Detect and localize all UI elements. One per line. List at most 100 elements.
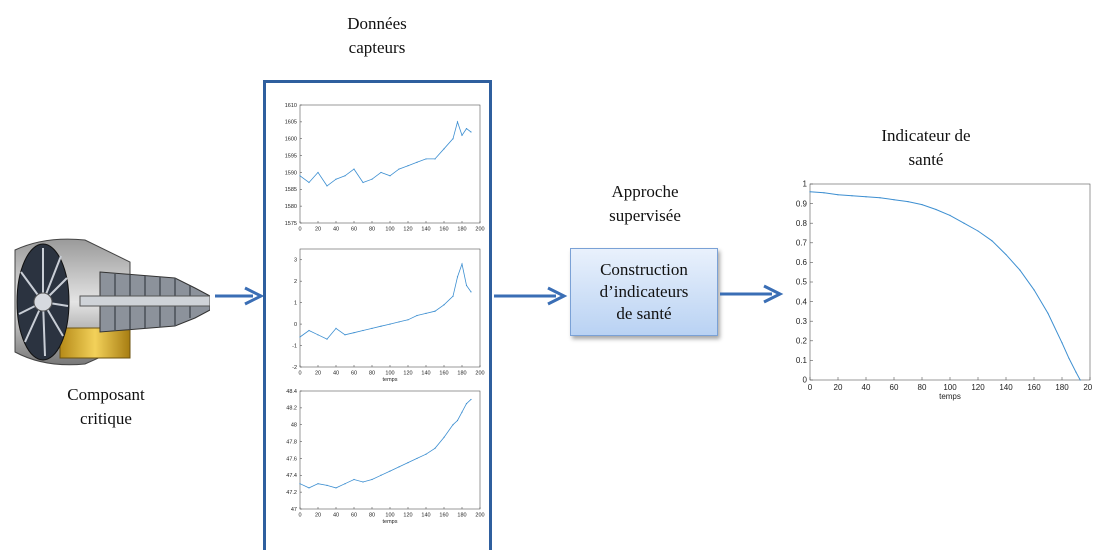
x-tick-label: 120 [971, 383, 985, 392]
series-line [299, 120, 472, 187]
data-point [456, 419, 459, 422]
data-point [353, 478, 355, 481]
plot-frame [809, 183, 1091, 381]
data-point [362, 181, 364, 184]
data-point [456, 121, 459, 123]
data-point [308, 181, 310, 184]
data-point [317, 171, 319, 174]
x-tick-label: 100 [943, 383, 957, 392]
data-point [416, 457, 418, 460]
data-point [425, 312, 427, 314]
data-point [380, 325, 382, 327]
x-tick-label: 200 [475, 227, 484, 233]
x-tick-label: 140 [421, 371, 430, 377]
data-point [389, 323, 391, 325]
data-point [371, 178, 373, 180]
data-point [470, 131, 472, 133]
data-point [851, 195, 853, 197]
x-tick-label: 0 [298, 227, 301, 233]
x-tick-label: 40 [333, 227, 339, 233]
y-tick-label: 47.4 [286, 473, 297, 479]
y-tick-label: 1600 [285, 137, 297, 143]
data-point [389, 175, 391, 177]
x-tick-label: 120 [403, 371, 412, 377]
y-tick-label: 0 [294, 322, 297, 328]
y-tick-label: 0.2 [796, 336, 808, 345]
data-point [407, 165, 409, 167]
data-point [935, 208, 937, 211]
x-tick-label: 0 [298, 371, 301, 377]
data-point [452, 424, 454, 426]
data-point [465, 128, 468, 130]
y-tick-label: 48.2 [286, 406, 297, 412]
y-tick-label: 47.6 [286, 456, 297, 462]
series-line [299, 399, 472, 489]
data-point [865, 196, 867, 198]
data-point [308, 329, 310, 332]
y-tick-label: 1585 [285, 187, 297, 193]
y-tick-label: 1595 [285, 153, 297, 159]
data-point [461, 263, 463, 265]
data-point [344, 334, 346, 336]
y-tick-label: 0.4 [796, 297, 808, 306]
data-point [461, 411, 463, 413]
data-point [317, 483, 319, 485]
x-tick-label: 60 [351, 227, 357, 233]
y-tick-label: 1590 [285, 170, 297, 176]
data-point [380, 474, 382, 476]
data-point [1075, 371, 1077, 373]
x-tick-label: 0 [808, 383, 813, 392]
data-point [456, 276, 459, 278]
y-tick-label: 0.5 [796, 278, 808, 287]
x-tick-label: 80 [369, 513, 375, 519]
arrow-sensors-to-model [494, 286, 568, 306]
arrow-engine-to-sensors [215, 286, 265, 306]
component-label: Composant critique [67, 385, 145, 428]
data-point [353, 332, 355, 334]
data-point [389, 470, 391, 472]
y-tick-label: -1 [292, 343, 297, 349]
x-tick-label: 0 [298, 513, 301, 519]
data-point [461, 134, 463, 136]
x-tick-label: 180 [1055, 383, 1069, 392]
x-tick-label: 80 [369, 227, 375, 233]
y-tick-label: 0.9 [796, 199, 808, 208]
data-point [398, 168, 400, 170]
x-tick-label: 100 [385, 371, 394, 377]
y-tick-label: 1605 [285, 120, 297, 126]
y-tick-label: 0.6 [796, 258, 808, 267]
data-point [470, 291, 472, 293]
data-point [416, 314, 418, 317]
data-point [1068, 357, 1070, 360]
data-point [1033, 289, 1035, 291]
x-axis-label: temps [383, 519, 398, 525]
y-tick-label: 1610 [285, 103, 297, 109]
x-tick-label: 120 [403, 513, 412, 519]
x-tick-label: 160 [1027, 383, 1041, 392]
data-point [823, 192, 825, 194]
x-tick-label: 140 [999, 383, 1013, 392]
data-point [921, 203, 923, 206]
x-tick-label: 40 [333, 371, 339, 377]
x-tick-label: 20 [315, 227, 321, 233]
data-point [963, 222, 965, 224]
data-point [299, 175, 301, 177]
data-point [326, 338, 328, 340]
arrow-model-to-indicator [720, 284, 784, 304]
data-point [1061, 342, 1063, 344]
data-point [308, 487, 310, 489]
data-point [434, 158, 436, 160]
x-tick-label: 140 [421, 513, 430, 519]
x-tick-label: 180 [457, 513, 466, 519]
data-point [353, 168, 355, 170]
x-tick-label: 20 [315, 371, 321, 377]
data-point [434, 310, 436, 312]
x-tick-label: 200 [475, 371, 484, 377]
data-point [398, 466, 400, 468]
data-point [1005, 253, 1007, 256]
y-tick-label: 3 [294, 258, 297, 264]
data-point [362, 329, 364, 332]
health-indicator-chart: 02040608010012014016018020000.10.20.30.4… [796, 180, 1092, 401]
x-tick-label: 80 [918, 383, 927, 392]
